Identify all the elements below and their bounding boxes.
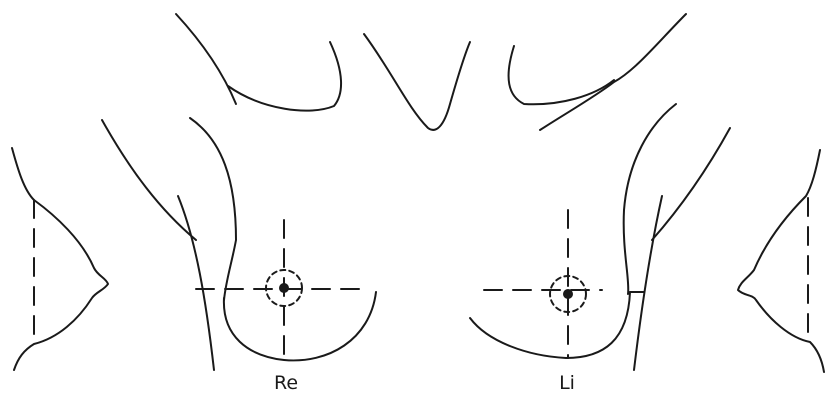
- left-quadrant-lines: [484, 210, 602, 358]
- left-nipple-dot: [563, 289, 573, 299]
- right-breast-outline: [224, 292, 376, 360]
- center-sternal-contour: [364, 34, 470, 130]
- left-breast-outline: [470, 292, 630, 358]
- left-neck-contour: [540, 14, 686, 130]
- left-torso-outer-contour: [624, 104, 676, 294]
- left-arm-contour: [652, 128, 730, 240]
- right-clavicle-contour: [228, 42, 341, 111]
- right-nipple-dot: [279, 283, 289, 293]
- right-arm-contour: [102, 120, 196, 240]
- right-quadrant-lines: [196, 220, 362, 362]
- right-torso-inner-contour: [178, 196, 214, 370]
- left-clavicle-contour: [509, 46, 614, 104]
- right-neck-contour: [176, 14, 236, 104]
- right-torso-outer-contour: [190, 118, 236, 300]
- left-torso-inner-contour: [634, 196, 662, 370]
- left-profile-outline: [738, 150, 824, 372]
- right-profile-outline: [12, 148, 108, 370]
- right-side-label: Re: [256, 372, 316, 394]
- left-side-label: Li: [537, 372, 597, 394]
